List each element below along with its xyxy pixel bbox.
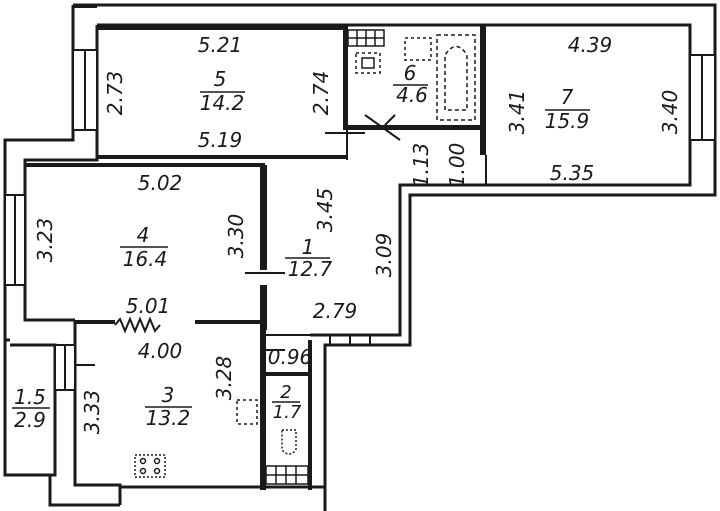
bathtub-icon	[436, 34, 476, 121]
room-3-dim-right: 3.28	[212, 356, 236, 401]
room-5-dim-left: 2.73	[103, 71, 127, 116]
room-2-number: 2	[280, 382, 291, 403]
room-1-area: 12.7	[288, 257, 333, 281]
kitchen-sink-icon	[236, 399, 258, 425]
wall-room4-right	[260, 165, 267, 270]
room-7-dim-left: 3.41	[505, 90, 529, 135]
bath-door-swing	[364, 114, 401, 141]
room-6-number: 6	[404, 61, 417, 85]
room-3-area: 13.2	[146, 406, 191, 430]
wall-wc-right	[308, 340, 312, 490]
room-4-dim-right: 3.30	[224, 214, 248, 259]
room-1-dim-c: 2.79	[313, 299, 358, 323]
outer-wall-top-inner	[97, 23, 692, 337]
wall-kitchen-top	[97, 25, 347, 30]
wall-bath-left	[343, 25, 348, 130]
room-6-area: 4.6	[396, 83, 428, 107]
room-3-number: 3	[162, 383, 175, 407]
wall-wc-top	[262, 372, 312, 376]
room-7-dim-passage: 1.00	[445, 143, 469, 188]
window-room3	[54, 344, 76, 391]
room-4-dim-bottom: 5.01	[126, 294, 171, 318]
wall-room4-right-low	[260, 285, 267, 330]
room-1-dim-b: 3.09	[372, 233, 396, 278]
vent-grid-bath	[347, 29, 385, 47]
window-room4	[4, 194, 26, 286]
outer-wall-left-upper	[3, 5, 75, 342]
vent-grids	[265, 29, 385, 485]
wall-room4-top	[25, 163, 265, 167]
vent-grid-wc	[265, 465, 309, 485]
room-labels: 5 14.2 5.21 5.19 2.73 2.74 6 4.6 7 15.9 …	[12, 33, 682, 434]
wall-mid-horizontal-right	[195, 320, 265, 324]
outer-wall-left-lower-inner	[73, 320, 122, 505]
sink-basin-icon	[361, 57, 375, 69]
wall-block-top-left	[73, 5, 97, 8]
room-3-dim-top: 4.00	[138, 339, 183, 363]
interior-lines	[55, 30, 487, 495]
room-1-dim-a: 3.45	[313, 188, 337, 233]
sink-icon	[355, 52, 381, 74]
room-5-dim-top: 5.21	[198, 33, 243, 57]
toilet-icon	[281, 429, 297, 455]
balcony-area: 2.9	[14, 408, 46, 432]
thick-walls	[25, 5, 486, 490]
room-3-dim-left: 3.33	[80, 390, 104, 435]
hall-lower-wall	[265, 334, 331, 345]
room-5-dim-bottom: 5.19	[198, 128, 243, 152]
fixtures	[114, 34, 476, 478]
wall-room5-bottom	[97, 155, 347, 159]
balcony-frame	[10, 343, 57, 477]
wall-bath-bottom	[343, 125, 483, 130]
room-4-area: 16.4	[123, 247, 168, 271]
window-room5	[72, 49, 98, 131]
washing-machine-icon	[404, 37, 432, 61]
windows	[4, 49, 716, 391]
room-2-area: 1.7	[273, 402, 302, 423]
wall-mid-horizontal-left	[75, 320, 115, 324]
room-5-area: 14.2	[200, 91, 245, 115]
room-4-dim-left: 3.23	[33, 218, 57, 263]
room-7-dim-bottom: 5.35	[550, 161, 595, 185]
radiator-zigzag-icon	[114, 316, 161, 334]
room-7-area: 15.9	[545, 109, 590, 133]
room-4-number: 4	[137, 223, 150, 247]
room-7-dim-right: 3.40	[658, 90, 682, 135]
balcony-number: 1.5	[14, 385, 46, 409]
stove-icon	[134, 454, 166, 478]
wall-bath-right	[480, 25, 486, 155]
room-1-number: 1	[302, 235, 315, 259]
hall-lower-wall-2	[349, 335, 371, 345]
room-7-number: 7	[561, 85, 574, 109]
room-1-dim-d: 1.13	[409, 143, 433, 188]
room-2-dim-top: 0.96	[268, 345, 313, 369]
room-5-dim-right: 2.74	[309, 71, 333, 116]
wall-wc-left	[262, 375, 266, 490]
window-room7	[689, 54, 716, 141]
room-7-dim-top: 4.39	[568, 33, 613, 57]
room-4-dim-top: 5.02	[138, 171, 183, 195]
room-5-number: 5	[214, 67, 227, 91]
